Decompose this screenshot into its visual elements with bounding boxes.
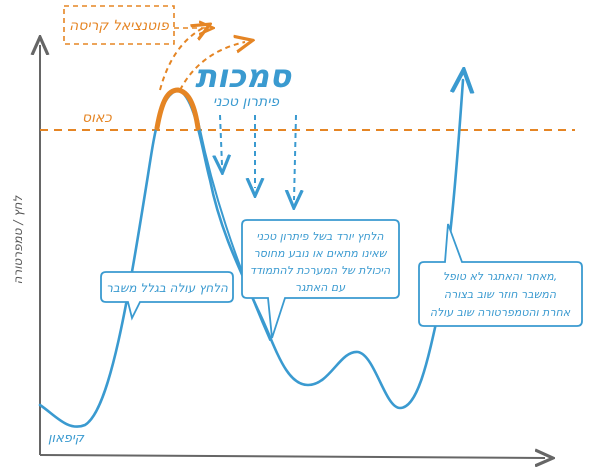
authority-subtitle: פיתרון טכני [213, 94, 281, 110]
pressure-curve-secondary [197, 119, 271, 341]
chaos-label: כאוס [82, 110, 112, 126]
callout-rising-line-1: הלחץ עולה בגלל משבר [106, 281, 228, 295]
origin-label: קיפאון [48, 431, 85, 446]
authority-title: סמכות [195, 57, 292, 95]
callout-falling-line-1: הלחץ יורד בשל פיתרון טכני [256, 230, 384, 243]
down-arrow-3 [294, 114, 296, 200]
callout-falling-line-3: היכולת של המערכת להתמודד [250, 264, 391, 277]
callout-return-box [418, 223, 583, 327]
peak-highlight [154, 87, 201, 131]
crisis-arrow-2 [179, 42, 245, 91]
y-axis-label: לחץ / טמפרטורה [11, 194, 25, 284]
callout-falling-line-2: שאינו מתאים או נובע מחוסר [254, 247, 388, 260]
callout-return-line-1: מאחר והאתגר לא טופל, [443, 270, 558, 283]
callout-falling-line-4: עם האתגר [295, 281, 346, 294]
callout-falling-box [241, 219, 400, 339]
callout-return-line-2: המשבר חוזר שוב בצורה [444, 288, 557, 301]
callout-return-line-3: אחרת והטמפרטורה שוב עולה [430, 306, 571, 319]
callout-rising-box [100, 271, 234, 321]
potential-crisis-label: פוטנציאל קריסה [69, 18, 170, 34]
potential-crisis-box [63, 5, 175, 45]
down-arrow-1 [220, 114, 222, 165]
x-axis [39, 455, 545, 458]
